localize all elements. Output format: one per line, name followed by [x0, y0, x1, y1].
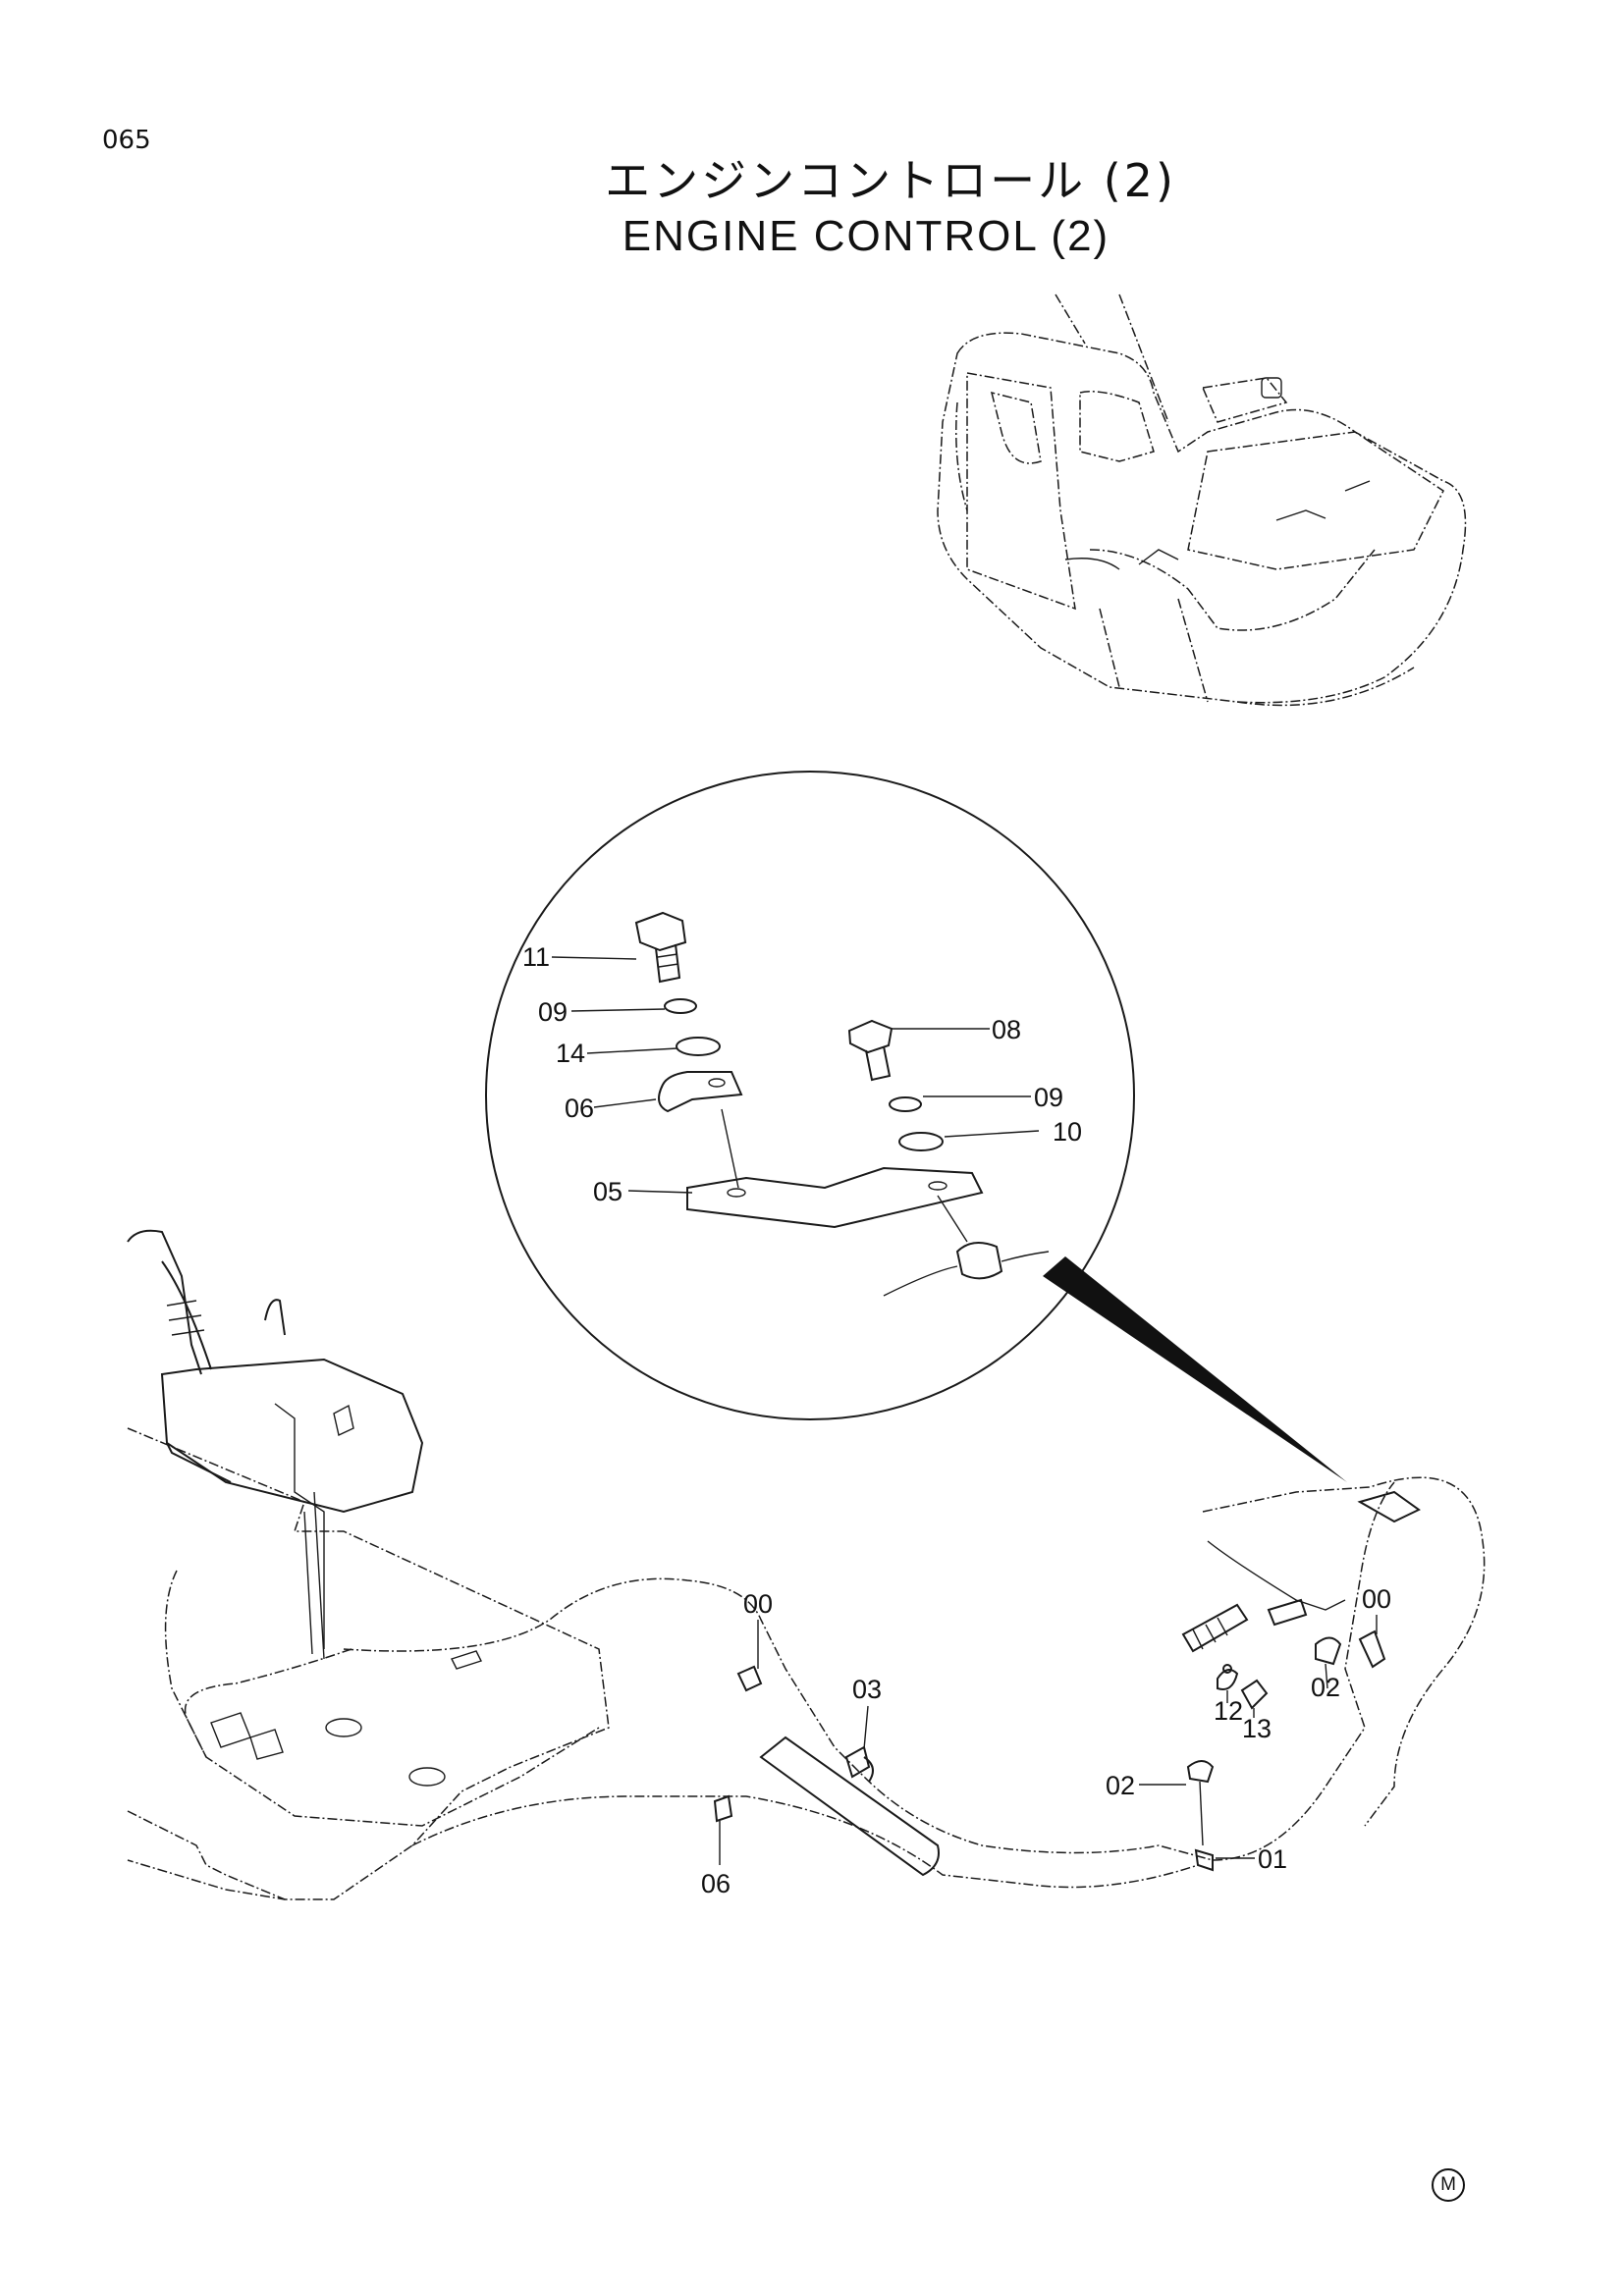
title-english: ENGINE CONTROL (2): [622, 212, 1110, 260]
callout-06: 06: [701, 1869, 731, 1898]
callout-13: 13: [1242, 1714, 1272, 1743]
page-number: 065: [102, 126, 151, 155]
callout-02: 02: [1106, 1771, 1135, 1800]
callout-03: 03: [852, 1675, 882, 1704]
title-japanese: エンジンコントロール (2): [605, 154, 1176, 207]
callout-labels: 11 09 14 06 05 08 09 10 00 03 06 00 02 1…: [522, 942, 1391, 1898]
callout-00: 00: [743, 1589, 773, 1619]
callout-06: 06: [565, 1094, 594, 1123]
callout-09: 09: [1034, 1083, 1063, 1112]
callout-05: 05: [593, 1177, 623, 1206]
detail-circle: [485, 771, 1347, 1482]
callout-09: 09: [538, 997, 568, 1027]
excavator-overview: [937, 294, 1467, 707]
lower-assembly: [127, 1229, 1486, 1900]
title-block: エンジンコントロール (2) ENGINE CONTROL (2): [0, 145, 1624, 261]
registered-mark: M: [1432, 2168, 1465, 2202]
callout-10: 10: [1053, 1117, 1082, 1147]
callout-02: 02: [1311, 1673, 1340, 1702]
callout-08: 08: [992, 1015, 1021, 1044]
callout-01: 01: [1258, 1844, 1287, 1874]
callout-12: 12: [1214, 1696, 1243, 1726]
callout-11: 11: [522, 942, 550, 972]
callout-00: 00: [1362, 1584, 1391, 1614]
callout-14: 14: [556, 1039, 585, 1068]
